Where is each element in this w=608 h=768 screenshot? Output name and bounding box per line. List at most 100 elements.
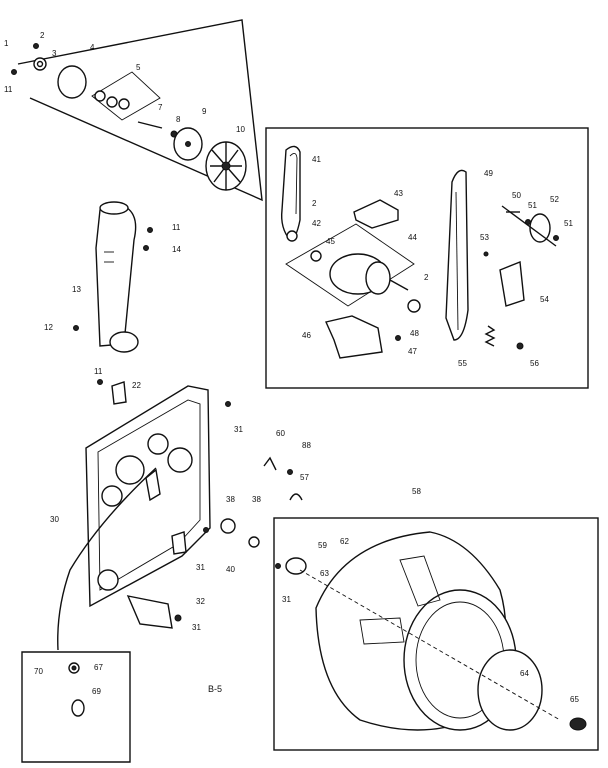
callout-63: 63 [320, 569, 329, 578]
callout-22: 22 [132, 381, 141, 390]
belt-49 [445, 169, 469, 341]
callout-65: 65 [570, 695, 579, 704]
part-60 [263, 456, 277, 471]
callout-11-bulkhead: 11 [94, 367, 103, 376]
bottom-left-group: 70 67 69 [21, 651, 131, 763]
duct-group: 11 14 13 12 [44, 201, 181, 353]
blower-wheel-10 [205, 141, 247, 191]
bracket-31 [171, 531, 187, 555]
bearing-38b [248, 536, 260, 548]
callout-38a: 38 [226, 495, 235, 504]
callout-31: 31 [234, 425, 243, 434]
callout-7: 7 [158, 103, 163, 112]
top-pulley-group: 1 2 3 4 5 7 8 9 10 11 [4, 19, 263, 202]
callout-50: 50 [512, 191, 521, 200]
callout-45: 45 [326, 237, 335, 246]
callout-8: 8 [176, 115, 181, 124]
part-65 [569, 717, 587, 731]
callout-62: 62 [340, 537, 349, 546]
callout-40: 40 [226, 565, 235, 574]
callout-64: 64 [520, 669, 529, 678]
callout-31d: 31 [282, 595, 291, 604]
idler-arm-54 [499, 261, 525, 307]
clip-14 [143, 245, 149, 251]
callout-42: 42 [312, 219, 321, 228]
screw-11 [11, 69, 17, 75]
callout-11: 11 [4, 85, 13, 94]
callout-2: 2 [40, 31, 45, 40]
bearing-38a [220, 518, 236, 534]
screw-47 [395, 335, 401, 341]
callout-14: 14 [172, 245, 181, 254]
screw-11-duct [147, 227, 153, 233]
belt-41-inner [289, 153, 298, 215]
part-32 [126, 595, 173, 629]
callout-41: 41 [312, 155, 321, 164]
callout-11-duct: 11 [172, 223, 181, 232]
idler-pulley-52 [529, 213, 551, 243]
callout-88: 88 [302, 441, 311, 450]
callout-4: 4 [90, 43, 95, 52]
cover-22 [111, 381, 127, 405]
drum-frame [273, 517, 599, 751]
spring-55 [484, 325, 496, 347]
parts-box [91, 71, 161, 121]
washer-51b [553, 235, 559, 241]
part-56 [516, 342, 524, 350]
callout-67: 67 [94, 663, 103, 672]
callout-2-motor: 2 [312, 199, 317, 208]
seal-64 [477, 649, 543, 731]
callout-31b: 31 [196, 563, 205, 572]
callout-54: 54 [540, 295, 549, 304]
exhaust-duct-13 [95, 205, 137, 347]
callout-30: 30 [50, 515, 59, 524]
pulley-42 [286, 230, 298, 242]
callout-51: 51 [528, 201, 537, 210]
callout-43: 43 [394, 189, 403, 198]
callout-5: 5 [136, 63, 141, 72]
bulkhead-group: 11 22 31 30 31 40 32 31 60 88 57 38 38 5… [50, 367, 349, 651]
callout-3: 3 [52, 49, 57, 58]
callout-12: 12 [44, 323, 53, 332]
shaft-7 [137, 121, 163, 129]
motor-mount-44 [285, 223, 415, 307]
callout-13: 13 [72, 285, 81, 294]
bracket-43 [353, 199, 399, 229]
callout-44: 44 [408, 233, 417, 242]
callout-56: 56 [530, 359, 539, 368]
top-group-frame [17, 19, 263, 202]
callout-1: 1 [4, 39, 9, 48]
callout-48: 48 [410, 329, 419, 338]
part-45 [310, 250, 322, 262]
cradle-46 [325, 315, 383, 359]
callout-32: 32 [196, 597, 205, 606]
part-59 [285, 557, 307, 575]
callout-57: 57 [300, 473, 309, 482]
screw-11-bulkhead [97, 379, 103, 385]
part-69 [71, 699, 85, 717]
callout-47: 47 [408, 347, 417, 356]
motor-frame [265, 127, 589, 389]
screw-31d [275, 563, 281, 569]
motor [329, 253, 409, 295]
part-53 [483, 251, 489, 257]
bottom-left-frame [21, 651, 131, 763]
callout-55: 55 [458, 359, 467, 368]
screw-31c [174, 614, 182, 622]
callout-60: 60 [276, 429, 285, 438]
callout-38b: 38 [252, 495, 261, 504]
wire [57, 467, 157, 651]
screw-12 [73, 325, 79, 331]
callout-52: 52 [550, 195, 559, 204]
callout-31c: 31 [192, 623, 201, 632]
callout-49: 49 [484, 169, 493, 178]
part-57 [289, 493, 303, 501]
callout-69: 69 [92, 687, 101, 696]
callout-70: 70 [34, 667, 43, 676]
callout-2-motor-b: 2 [424, 273, 429, 282]
screw-31a [225, 401, 231, 407]
screw-88 [287, 469, 293, 475]
callout-10: 10 [236, 125, 245, 134]
pulley-48 [407, 299, 421, 313]
